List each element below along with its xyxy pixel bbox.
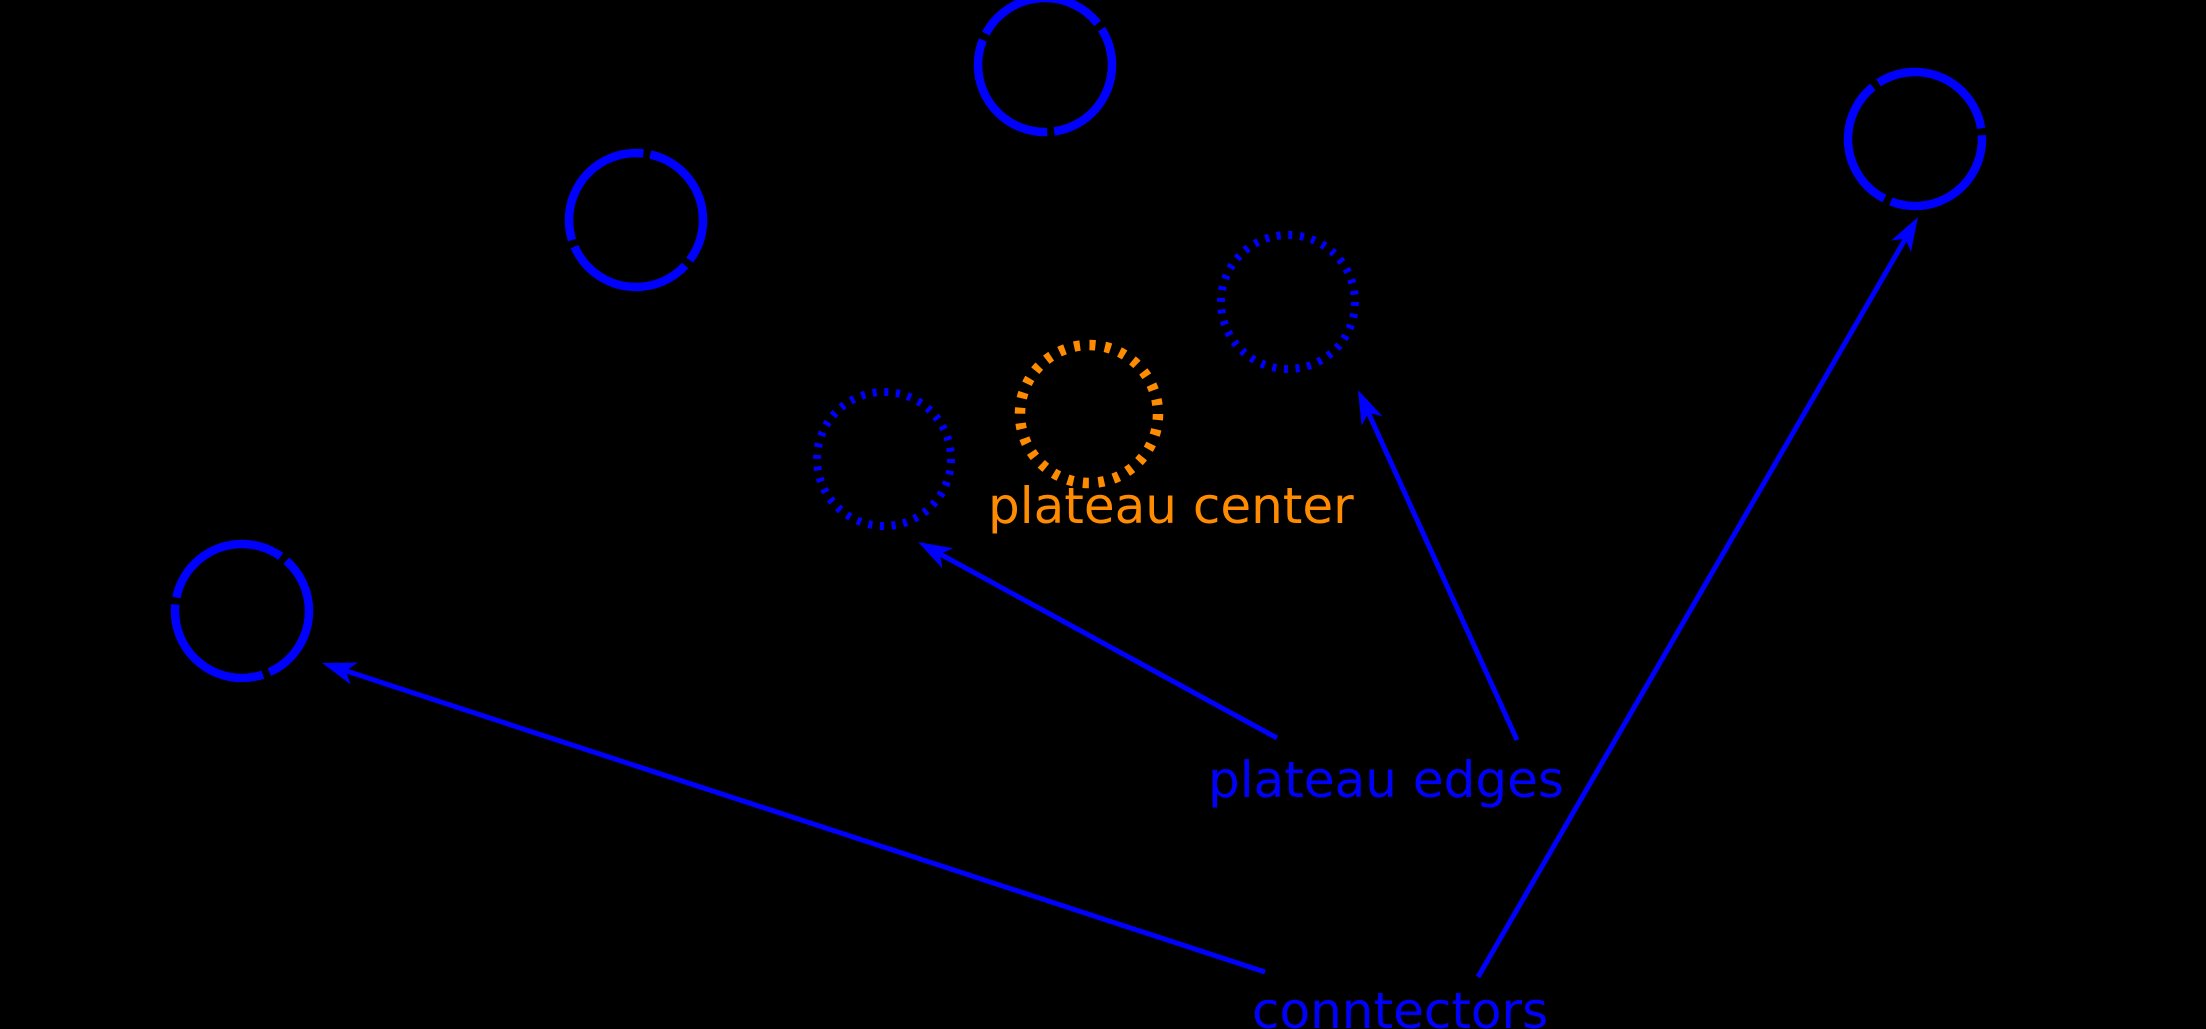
arrow-to-topright-connector-shaft — [1475, 237, 1908, 979]
circles-layer — [170, 0, 1987, 683]
plateau-center-circle — [1014, 339, 1164, 489]
arrow-to-topright-connector-head — [1891, 217, 1918, 253]
arrow-to-left-plateau-edge-head — [918, 542, 954, 569]
plateau-edge-circle — [1217, 231, 1359, 373]
plateau-center-label: plateau center — [988, 477, 1354, 535]
arrow-to-bottomleft-connector-head — [322, 662, 358, 685]
arrow-to-left-plateau-edge-shaft — [938, 551, 1279, 741]
connector-circle — [564, 148, 708, 292]
connector-circle — [170, 539, 314, 683]
arrow-to-right-plateau-edge-head — [1358, 390, 1383, 426]
arrow-to-bottomleft-connector-shaft — [344, 668, 1266, 975]
arrows-layer — [322, 217, 1918, 979]
arrow-to-right-plateau-edge-shaft — [1366, 411, 1520, 742]
connector-circle — [1843, 67, 1987, 211]
connector-circle — [973, 0, 1117, 137]
conntectors-label: conntectors — [1252, 982, 1548, 1029]
plateau-edge-circle — [813, 388, 955, 530]
plateau-edges-label: plateau edges — [1208, 751, 1564, 809]
labels-layer: plateau center plateau edges conntectors — [988, 477, 1564, 1029]
